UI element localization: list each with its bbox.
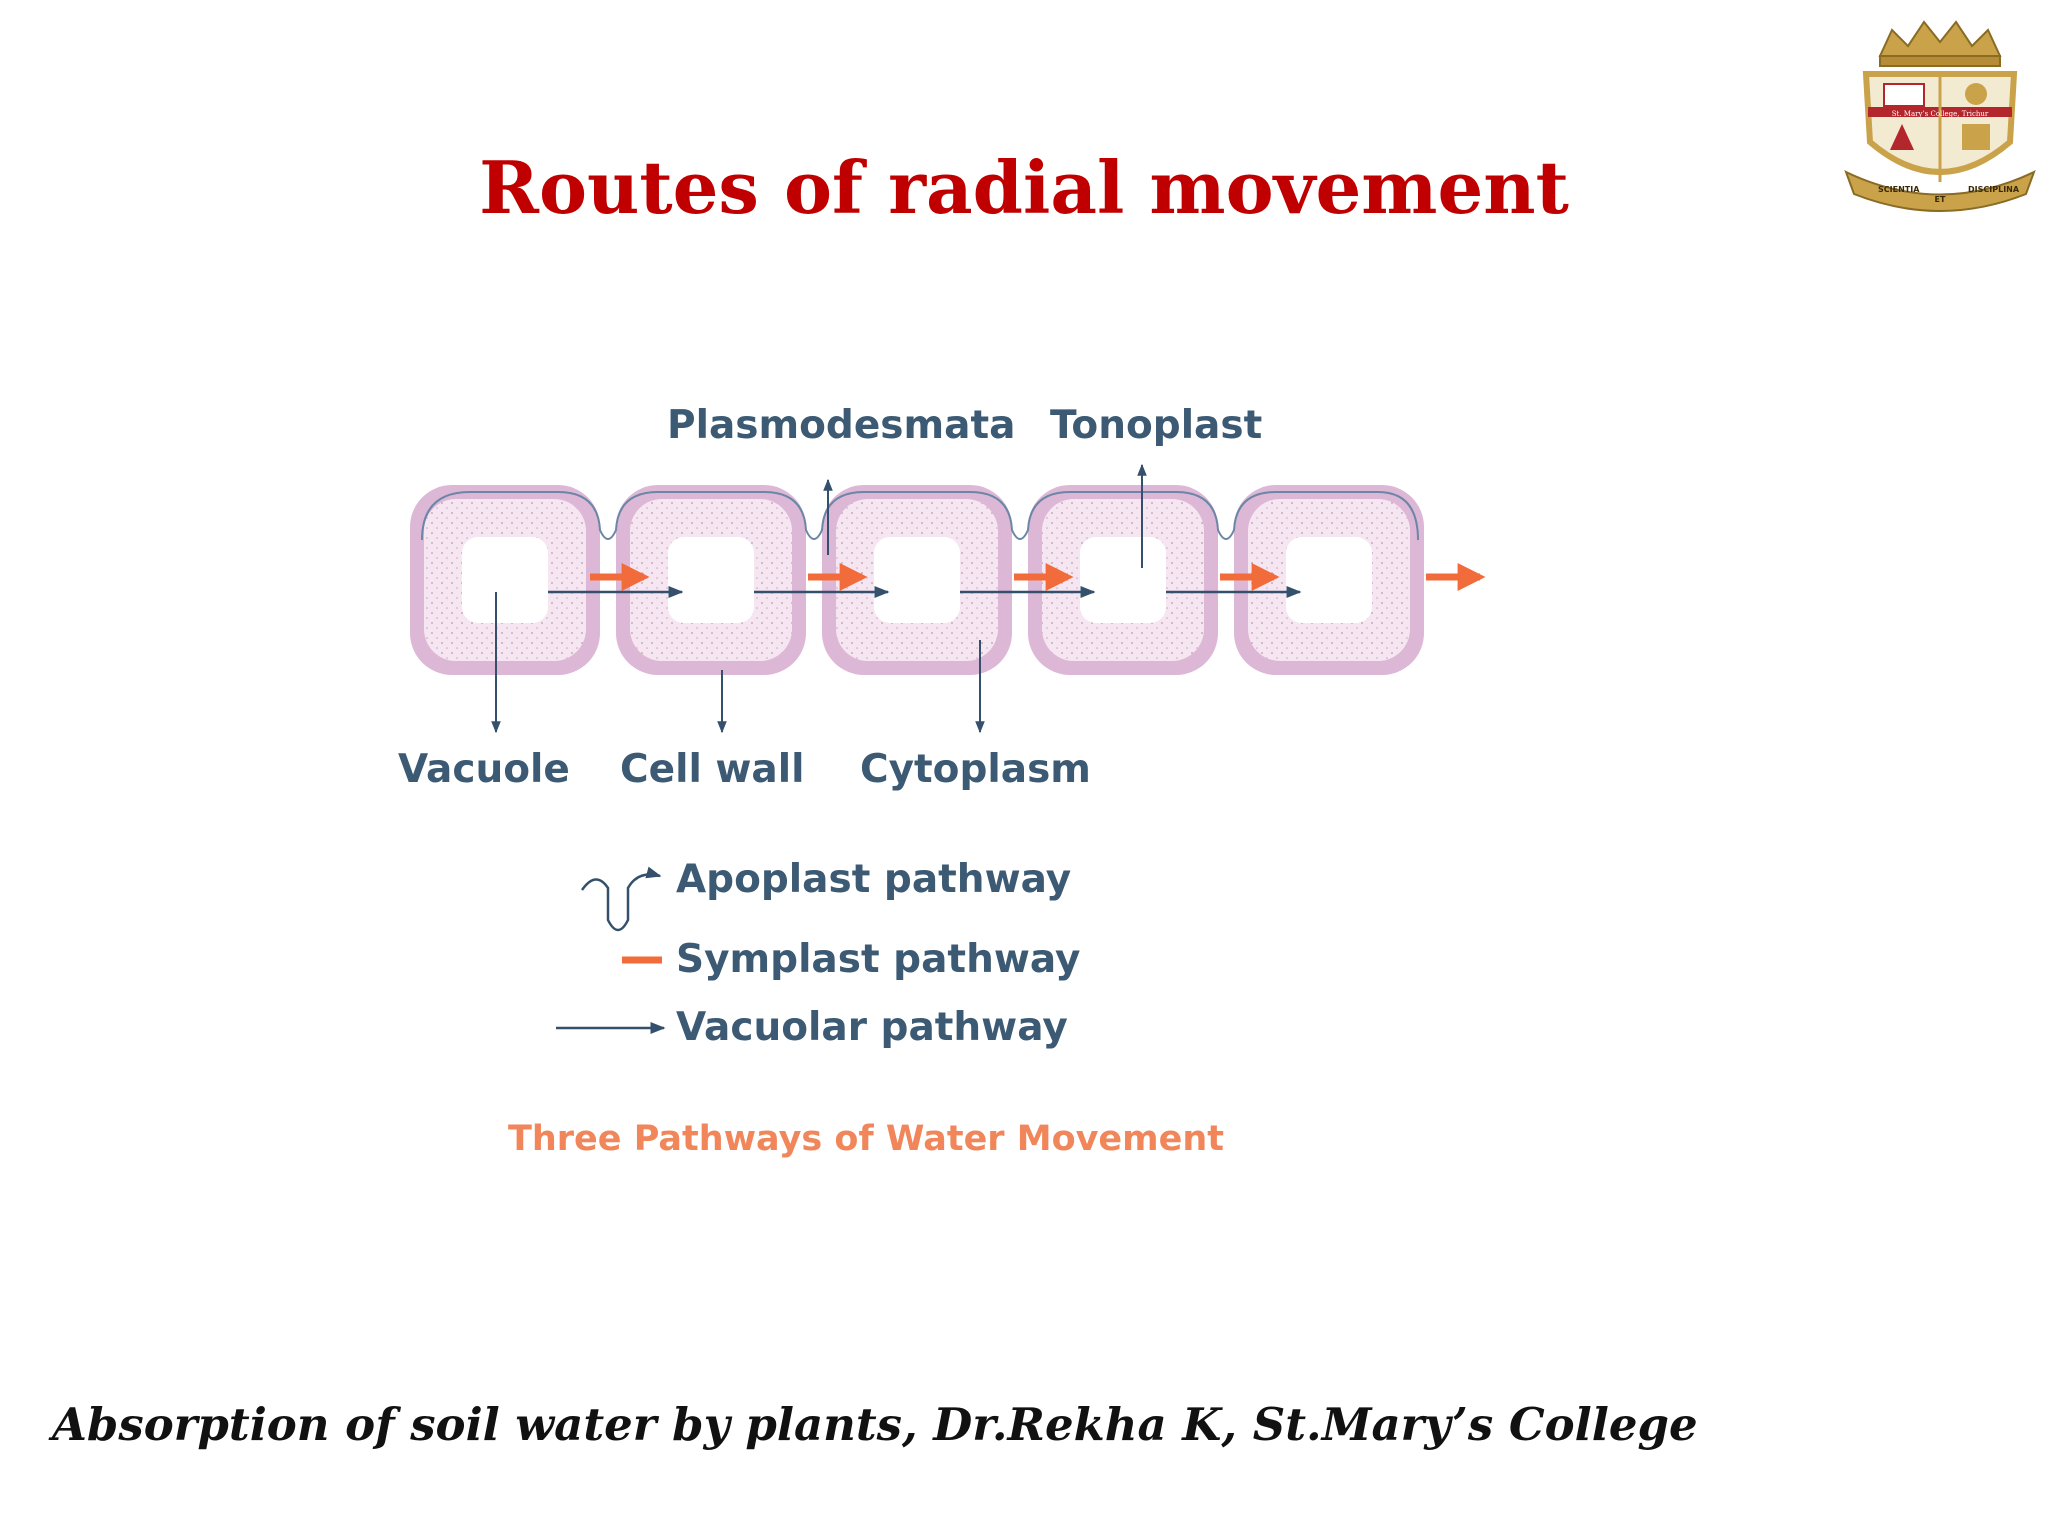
label-cytoplasm: Cytoplasm xyxy=(860,747,1091,792)
vacuole xyxy=(668,537,754,623)
vacuole xyxy=(874,537,960,623)
label-tonoplast: Tonoplast xyxy=(1050,403,1262,448)
vacuole xyxy=(462,537,548,623)
crest-ribbon-right: DISCIPLINA xyxy=(1968,185,2020,194)
crest-ribbon-left: SCIENTIA xyxy=(1878,185,1920,194)
vacuole xyxy=(1286,537,1372,623)
crown-icon xyxy=(1878,20,2002,57)
cell xyxy=(616,485,806,675)
legend-apoplast: Apoplast pathway xyxy=(676,857,1071,902)
cell xyxy=(822,485,1012,675)
label-plasmodesmata: Plasmodesmata xyxy=(667,403,1015,448)
slide-footer: Absorption of soil water by plants, Dr.R… xyxy=(52,1398,1698,1451)
label-cell-wall: Cell wall xyxy=(620,747,804,792)
crest-ribbon-mid: ET xyxy=(1935,195,1946,204)
crest-top-text: St. Mary’s College, Trichur xyxy=(1892,110,1989,118)
diagram-caption: Three Pathways of Water Movement xyxy=(508,1119,1224,1159)
slide-title: Routes of radial movement xyxy=(479,145,1569,230)
cell-row xyxy=(410,485,1424,675)
legend: Apoplast pathway Symplast pathway Vacuol… xyxy=(556,857,1080,1050)
cell xyxy=(1028,485,1218,675)
cell xyxy=(1234,485,1424,675)
legend-vacuolar: Vacuolar pathway xyxy=(676,1005,1068,1050)
water-pathways-diagram: Plasmodesmata Tonoplast Vacuole Cell wal… xyxy=(398,403,1486,1159)
college-crest-logo: St. Mary’s College, Trichur SCIENTIA ET … xyxy=(1844,20,2036,212)
vacuole xyxy=(1080,537,1166,623)
label-vacuole: Vacuole xyxy=(398,747,570,792)
legend-symplast: Symplast pathway xyxy=(676,937,1080,982)
cell xyxy=(410,485,600,675)
apoplast-legend-icon xyxy=(580,866,662,932)
apoplast-path xyxy=(421,491,1419,541)
